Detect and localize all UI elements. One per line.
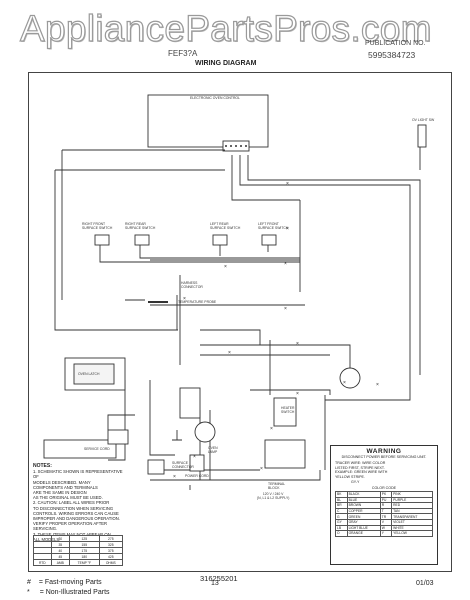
svg-text:×: × <box>270 426 273 432</box>
lr-switch-label: LEFT REAR SURFACE SWITCH <box>210 222 241 230</box>
svg-text:×: × <box>343 380 346 386</box>
service-cord-label: SERVICE CORD <box>84 447 110 451</box>
svg-text:×: × <box>183 296 186 302</box>
door-lock-label: OVEN LATCH <box>78 372 100 376</box>
legend-symbol-star: * <box>27 589 30 596</box>
notes-heading: NOTES: <box>33 463 52 469</box>
note-line: VERIFY PROPER OPERATION AFTER <box>33 521 108 527</box>
temp-probe-label: TEMPERATURE PROBE <box>178 300 217 304</box>
note-line: SERVICING. <box>33 526 58 532</box>
legend-symbol-hash: # <box>27 579 31 586</box>
svg-text:×: × <box>286 181 289 187</box>
tracer-line-2: LISTED FIRST, STRIPE NEXT. <box>335 465 385 470</box>
harness-label: HARNESS CONNECTOR <box>181 281 203 289</box>
svg-text:×: × <box>376 382 379 388</box>
diagram-frame <box>28 72 452 572</box>
legend-text-non: = Non-Illustrated Parts <box>39 589 110 596</box>
legend-non-illustrated: * = Non-Illustrated Parts <box>27 589 110 596</box>
publication-number: 5995384723 <box>368 50 416 60</box>
svg-text:×: × <box>260 466 263 472</box>
example-line-2: YELLOW STRIPE. <box>335 474 365 479</box>
note-line: COMPONENTS AND TERMINALS <box>33 484 98 490</box>
heater-switch-label: HEATER SWITCH <box>281 406 295 414</box>
power-cord-label: POWER CORD <box>185 474 209 478</box>
rr-switch-label: RIGHT REAR SURFACE SWITCH <box>125 222 156 230</box>
legend-fast-moving: # = Fast-moving Parts <box>27 579 102 586</box>
note-line: IMPROPER AND DANGEROUS OPERATION. <box>33 516 120 522</box>
oven-light-sw-label: OV LIGHT SW <box>412 118 435 122</box>
legend-text-fast: = Fast-moving Parts <box>38 579 102 586</box>
note-line: CONTROLS. WIRING ERRORS CAN CAUSE <box>33 510 119 516</box>
note-line: 2. CAUTION: LABEL ALL WIRES PRIOR <box>33 500 110 506</box>
svg-text:×: × <box>228 350 231 356</box>
svg-text:×: × <box>296 341 299 347</box>
svg-text:×: × <box>284 261 287 267</box>
example-line-1: EXAMPLE: GREEN WIRE WITH <box>335 470 388 475</box>
warning-box: WARNING DISCONNECT POWER BEFORE SERVICIN… <box>330 445 438 565</box>
warning-title: WARNING <box>366 448 402 455</box>
note-line: TO DISCONNECTION WHEN SERVICING <box>33 505 114 511</box>
oven-control-label: ELECTRONIC OVEN CONTROL <box>190 96 240 100</box>
watermark: AppliancePartsPros.com <box>19 7 432 49</box>
svg-text:×: × <box>296 391 299 397</box>
terminal-block-label: TERMINAL BLOCK <box>268 482 286 490</box>
note-line: AS THE ORIGINAL MUST BE USED. <box>33 495 103 501</box>
part-number: 316255201 <box>200 574 238 583</box>
lf-switch-label: LEFT FRONT SURFACE SWITCH <box>258 222 289 230</box>
page-number: 13 <box>211 580 219 587</box>
svg-text:×: × <box>284 306 287 312</box>
svg-text:×: × <box>173 474 176 480</box>
publication-label: PUBLICATION NO. <box>365 40 426 47</box>
note-line: 1. SCHEMATIC SHOWN IS REPRESENTATIVE OF <box>33 469 123 480</box>
model-number: FEF3?A <box>168 49 198 58</box>
oven-control-box <box>147 94 269 148</box>
svg-text:×: × <box>224 264 227 270</box>
warning-text: DISCONNECT POWER BEFORE SERVICING UNIT. <box>341 455 427 459</box>
rf-switch-label: RIGHT FRONT SURFACE SWITCH <box>82 222 113 230</box>
example-code: GY-Y <box>351 480 360 485</box>
surface-connector-label: SURFACE CONNECTOR <box>172 461 194 469</box>
oven-lamp-label: OVEN LAMP <box>208 446 218 454</box>
voltage-note: 120 V / 240 V (N, L1 & L2 SUPPLY) <box>257 492 290 500</box>
diagram-title: WIRING DIAGRAM <box>195 60 257 67</box>
tracer-line-1: TRACER WIRE: WIRE COLOR <box>335 461 386 466</box>
svg-text:×: × <box>193 454 196 460</box>
svg-text:×: × <box>286 226 289 232</box>
note-line: ARE THE SAME IN DESIGN <box>33 490 87 496</box>
notes-section: NOTES: 1. SCHEMATIC SHOWN IS REPRESENTAT… <box>33 463 125 542</box>
note-line: 3. THESE ITEMS MAY NOT APPEAR ON <box>33 531 111 537</box>
color-code-title: COLOR CODE <box>371 486 397 491</box>
date: 01/03 <box>416 580 434 587</box>
note-line: MODELS DESCRIBED. MANY <box>33 479 91 485</box>
